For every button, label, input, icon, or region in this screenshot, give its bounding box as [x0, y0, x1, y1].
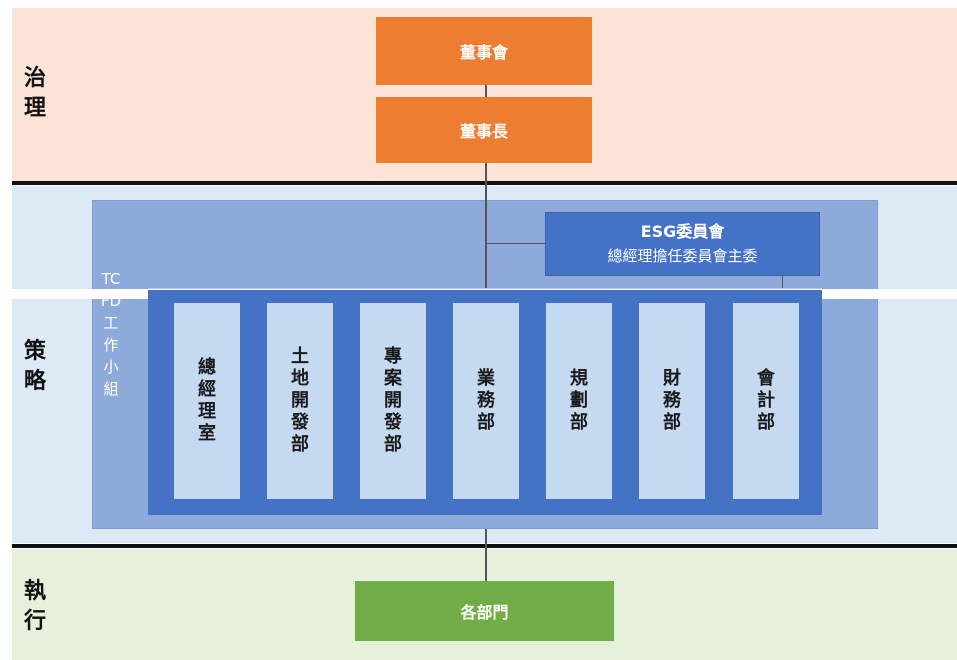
dept-label: 土地開發部: [291, 346, 309, 455]
esg-departments-connector: [782, 276, 783, 290]
strategy-execution-divider: [12, 544, 957, 548]
dept-planning: 規劃部: [546, 303, 612, 499]
all-departments-text: 各部門: [460, 603, 509, 622]
dept-label: 業務部: [477, 368, 495, 433]
dept-general-manager-office: 總經理室: [174, 303, 240, 499]
dept-label: 總經理室: [198, 357, 216, 444]
esg-committee-title: ESG委員會: [640, 222, 725, 241]
dept-label: 財務部: [663, 368, 681, 433]
chairman-esg-connector: [485, 243, 545, 244]
dept-label: 規劃部: [570, 368, 588, 433]
dept-sales: 業務部: [453, 303, 519, 499]
tcfd-working-group-label: TCFD工作小組: [100, 270, 122, 398]
strategy-label: 策略: [23, 339, 46, 394]
chairman-box: 董事長: [376, 97, 592, 163]
board-of-directors-text: 董事會: [459, 43, 508, 62]
department-bus-line: [148, 288, 822, 289]
esg-committee-box: ESG委員會 總經理擔任委員會主委: [545, 212, 820, 276]
all-departments-box: 各部門: [355, 581, 614, 641]
execution-label: 執行: [23, 579, 46, 634]
board-chairman-connector: [485, 85, 487, 97]
governance-label: 治理: [23, 66, 46, 121]
dept-accounting: 會計部: [733, 303, 799, 499]
strategy-execution-connector: [485, 529, 487, 581]
dept-label: 專案開發部: [384, 346, 402, 455]
board-of-directors-box: 董事會: [376, 17, 592, 85]
dept-project-development: 專案開發部: [360, 303, 426, 499]
chairman-departments-connector: [485, 163, 487, 290]
chairman-text: 董事長: [459, 122, 508, 141]
governance-strategy-divider: [12, 181, 957, 185]
esg-committee-subtitle: 總經理擔任委員會主委: [607, 247, 758, 265]
dept-finance: 財務部: [639, 303, 705, 499]
dept-label: 會計部: [757, 368, 775, 433]
dept-land-development: 土地開發部: [267, 303, 333, 499]
